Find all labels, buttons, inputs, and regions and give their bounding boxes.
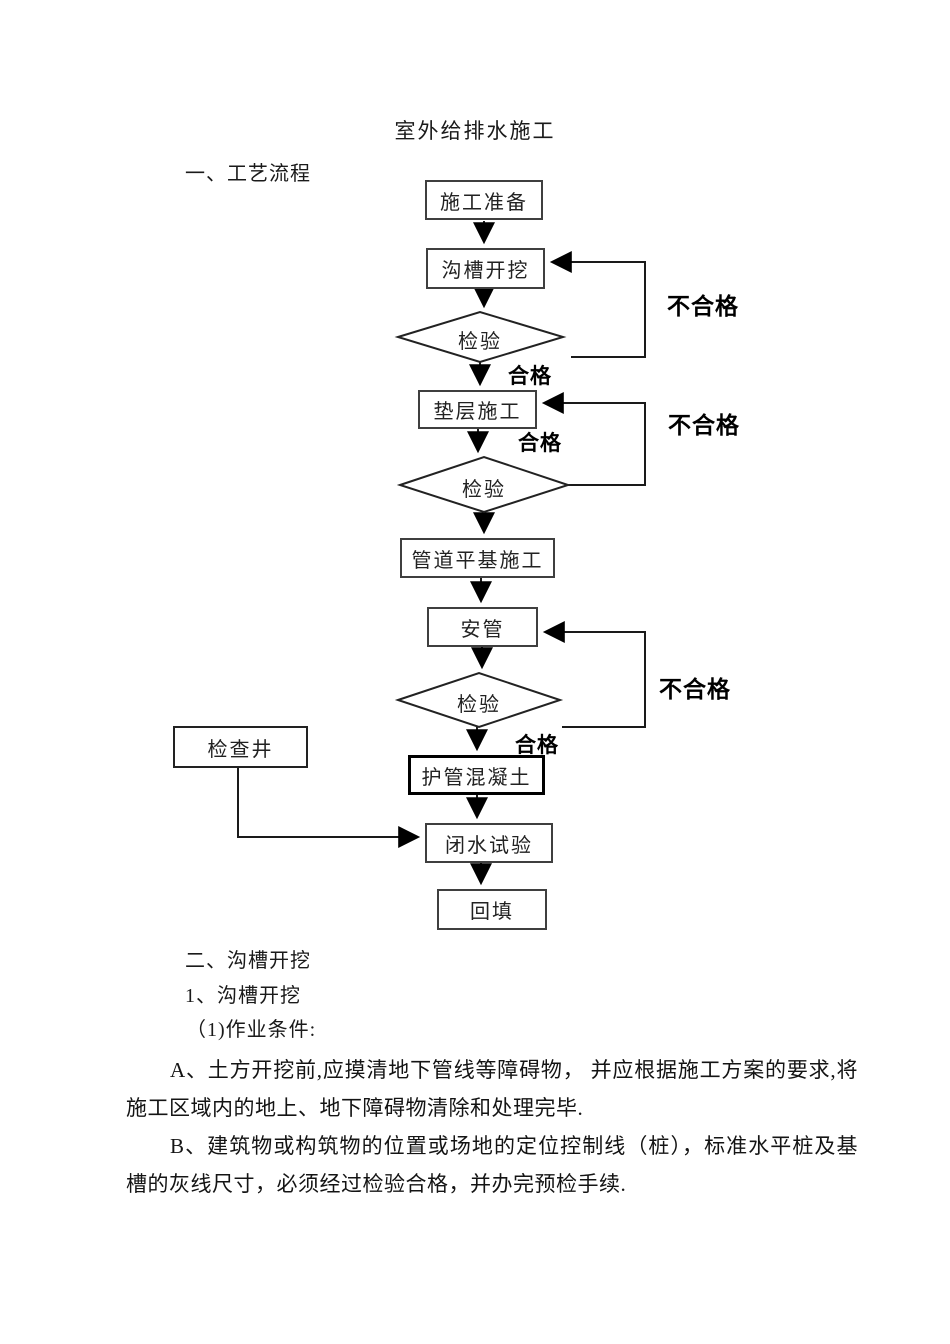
sub-heading-1: 1、沟槽开挖 — [185, 985, 301, 1007]
flow-node-trench-excavation: 沟槽开挖 — [426, 248, 545, 289]
pass-label-1: 合格 — [508, 365, 552, 388]
fail-label-3: 不合格 — [659, 676, 731, 702]
flow-node-inspect3: 检验 — [457, 694, 501, 716]
flow-node-pipe-concrete: 护管混凝土 — [408, 755, 545, 795]
section1-heading: 一、工艺流程 — [185, 163, 311, 185]
flow-node-inspect1: 检验 — [458, 331, 502, 353]
pass-label-3: 合格 — [515, 734, 559, 757]
flow-node-cushion: 垫层施工 — [418, 390, 537, 429]
fail-label-2: 不合格 — [668, 412, 740, 438]
sub-heading-2: （1)作业条件: — [186, 1019, 317, 1041]
flow-node-inspect2: 检验 — [462, 479, 506, 501]
flow-node-backfill: 回填 — [437, 889, 547, 930]
pass-label-2: 合格 — [518, 432, 562, 455]
paragraph-b: B、建筑物或构筑物的位置或场地的定位控制线（桩），标准水平桩及基槽的灰线尺寸，必… — [126, 1134, 858, 1196]
flow-node-pipe-install: 安管 — [427, 607, 538, 647]
flow-node-pipe-base: 管道平基施工 — [400, 538, 555, 578]
page-title: 室外给排水施工 — [394, 119, 556, 143]
fail-loop-1 — [549, 251, 646, 358]
flow-node-water-test: 闭水试验 — [425, 823, 553, 863]
section2-heading: 二、沟槽开挖 — [185, 950, 311, 972]
fail-loop-3 — [542, 621, 646, 728]
manhole-connector — [237, 768, 421, 848]
paragraph-a: A、土方开挖前,应摸清地下管线等障碍物， 并应根据施工方案的要求,将施工区域内的… — [126, 1058, 858, 1120]
flow-node-prep: 施工准备 — [425, 180, 543, 220]
fail-label-1: 不合格 — [667, 293, 739, 319]
flow-node-manhole: 检查井 — [173, 726, 308, 768]
